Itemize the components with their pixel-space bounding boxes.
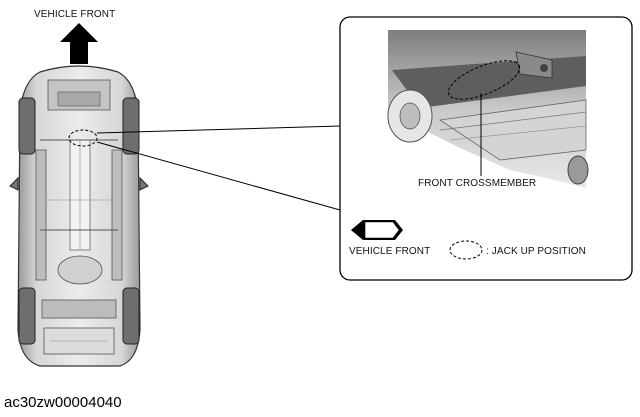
vehicle-front-arrow-icon bbox=[60, 23, 98, 64]
vehicle-front-label: VEHICLE FRONT bbox=[34, 9, 116, 20]
legend-jack-up-icon bbox=[449, 240, 483, 260]
inset-jack-up-position-marker bbox=[447, 60, 521, 100]
inset-vehicle-front-arrow-icon bbox=[351, 220, 403, 240]
jack-up-position-marker bbox=[68, 129, 98, 147]
figure-code-caption: ac30zw00004040 bbox=[4, 394, 122, 411]
front-crossmember-label: FRONT CROSSMEMBER bbox=[418, 178, 537, 189]
car-underbody-illustration bbox=[9, 65, 149, 367]
jack-up-position-label: : JACK UP POSITION bbox=[486, 246, 586, 257]
crossmember-detail-illustration bbox=[387, 30, 589, 188]
inset-vehicle-front-label: VEHICLE FRONT bbox=[349, 246, 431, 257]
leader-lines bbox=[96, 125, 341, 211]
